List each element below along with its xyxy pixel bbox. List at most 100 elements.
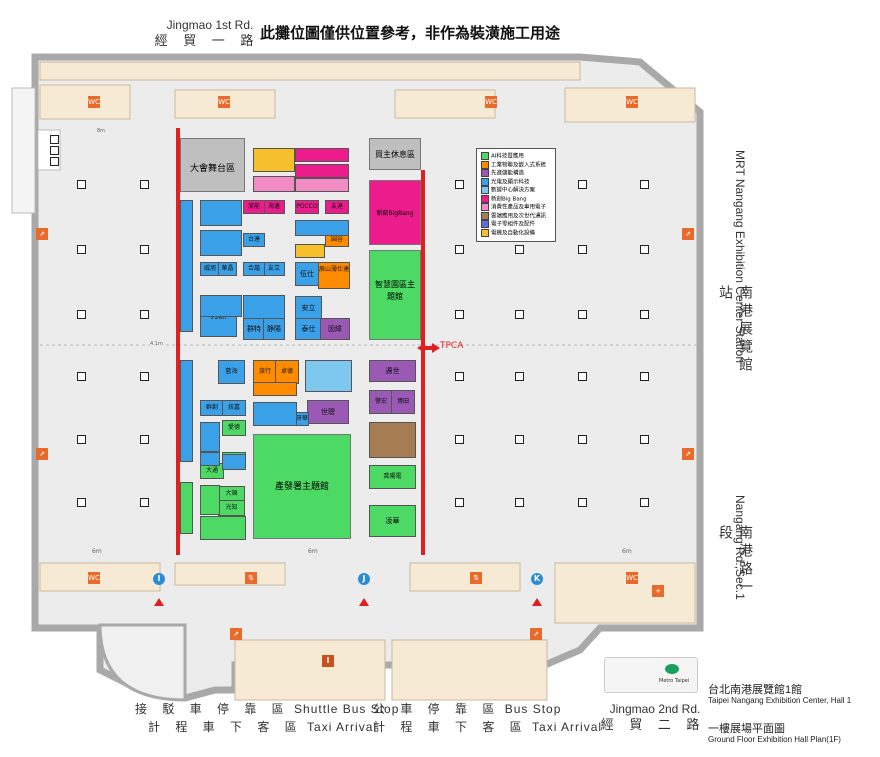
- legend-item: 新創Big Bang: [481, 194, 551, 204]
- booth-b9[interactable]: 邁世: [369, 360, 416, 382]
- road-right-zh: 南港路一段: [718, 525, 754, 597]
- booth-b23[interactable]: 台達: [243, 233, 265, 247]
- legend-item: 消費性產品及車用電子: [481, 203, 551, 212]
- booth-b34[interactable]: POCCO: [295, 200, 319, 214]
- booth-b16[interactable]: 光知: [218, 500, 245, 516]
- elevator-icon: ⇅: [245, 572, 257, 584]
- restroom-icon: WC: [218, 96, 230, 108]
- distance-label: 8m: [97, 128, 106, 134]
- escalator-icon: ⇗: [230, 628, 242, 640]
- booth-b24[interactable]: 友立: [263, 262, 285, 276]
- legend-item: 數據中心解決方案: [481, 186, 551, 195]
- booth-b28[interactable]: 研華: [295, 412, 309, 426]
- restroom-icon: WC: [626, 572, 638, 584]
- escalator-icon: ⇗: [36, 448, 48, 460]
- tpca-label: TPCA: [440, 341, 464, 351]
- escalator-icon: ⇗: [682, 448, 694, 460]
- entrance-arrow-icon: [154, 598, 164, 606]
- first-aid-icon: +: [652, 585, 664, 597]
- taxi-arrival-label-1: 計 程 車 下 客 區 Taxi Arrival: [148, 720, 378, 734]
- plan-title-en: Ground Floor Exhibition Hall Plan(1F): [708, 735, 841, 744]
- road-bottom-en: Jingmao 2nd Rd.: [609, 702, 701, 716]
- booth-b26[interactable]: 威旭: [200, 262, 220, 276]
- road-bottom-zh: 經 貿 二 路: [600, 717, 706, 732]
- booth-b14[interactable]: 喬陽電: [369, 465, 416, 489]
- distance-label: 4.1m: [150, 341, 163, 347]
- escalator-icon: ⇗: [36, 228, 48, 240]
- booth-b4[interactable]: 伍仕: [295, 262, 319, 286]
- info-icon: i: [322, 655, 334, 667]
- booth-b25[interactable]: 合諧: [243, 262, 265, 276]
- buyer-lounge-zone[interactable]: 買主休息區: [369, 138, 421, 170]
- bigbang-label: 新創BigBang: [376, 210, 414, 217]
- legend-item: 雲端應用及次世代通訊: [481, 211, 551, 221]
- smart-pavilion-zone[interactable]: 智慧園區主題館: [369, 250, 421, 340]
- booth-b19[interactable]: 卓德: [275, 360, 299, 384]
- restroom-icon: WC: [88, 96, 100, 108]
- station-zh: 南港展覽館站: [718, 285, 754, 375]
- booth-b21[interactable]: 群創: [200, 400, 224, 416]
- booth-b11[interactable]: 世聰: [307, 400, 349, 424]
- metro-logo-box: Metro Taipei: [604, 657, 698, 693]
- booth-b12[interactable]: 博田: [391, 390, 415, 414]
- gate-i-marker[interactable]: I: [153, 573, 165, 585]
- shuttle-stop-label: 接 駁 車 停 靠 區 Shuttle Bus Stop: [135, 702, 400, 716]
- legend: AI科技暨應用 工業物聯及嵌入式系統 先進儲能構造 光電及顯示科技 數據中心解決…: [476, 148, 556, 242]
- metro-logo-icon: [665, 664, 679, 674]
- booth-b31[interactable]: 海邊: [263, 200, 285, 214]
- bigbang-zone[interactable]: 新創BigBang: [369, 180, 421, 245]
- booth-b27[interactable]: 華晶: [218, 262, 237, 276]
- industry-pavilion-label: 產發署主題館: [274, 482, 329, 492]
- booth-b22[interactable]: 技嘉: [222, 400, 246, 416]
- booth-b35[interactable]: 友達: [325, 200, 349, 214]
- escalator-icon: ⇗: [530, 628, 542, 640]
- booth-b5[interactable]: 辰山薄仕達: [318, 262, 350, 289]
- entrance-arrow-icon: [359, 598, 369, 606]
- legend-item: 光電及顯示科技: [481, 177, 551, 187]
- plan-title-zh: 一樓展場平面圖: [708, 723, 785, 735]
- legend-item: 電子零組件及配件: [481, 220, 551, 229]
- distance-label: 6m: [92, 548, 102, 555]
- booth-b2[interactable]: 群特: [243, 318, 265, 340]
- legend-item: 電機及自動化設備: [481, 228, 551, 238]
- legend-item: 先進儲能構造: [481, 169, 551, 178]
- buyer-lounge-label: 買主休息區: [375, 150, 415, 159]
- elevator-icon: ⇅: [470, 572, 482, 584]
- booth-b32[interactable]: 潔能: [243, 200, 265, 214]
- stage-label: 大會舞台區: [189, 164, 235, 174]
- restroom-icon: WC: [88, 572, 100, 584]
- booth-column-left: [180, 200, 193, 535]
- road-right-en: Nangang Rd.,Sec.1: [733, 495, 747, 600]
- booth-b7[interactable]: 泰仕: [295, 318, 322, 340]
- taxi-arrival-label-2: 計 程 車 下 客 區 Taxi Arrival: [373, 720, 603, 734]
- booth-b20[interactable]: 藍海: [218, 360, 245, 384]
- booth-b18[interactable]: 旅行: [253, 360, 277, 384]
- gate-k-marker[interactable]: K: [531, 573, 543, 585]
- notice-text: 此攤位圖僅供位置參考，非作為裝潢施工用途: [260, 24, 561, 42]
- bus-stop-label: 公 車 停 靠 區 Bus Stop: [373, 702, 562, 716]
- industry-pavilion-zone[interactable]: 產發署主題館: [253, 434, 351, 539]
- hall-name-zh: 台北南港展覽館1館: [708, 684, 803, 696]
- booth-b8[interactable]: 固緯: [320, 318, 350, 340]
- booth-b3[interactable]: 静陽: [263, 318, 285, 340]
- gate-j-marker[interactable]: J: [358, 573, 370, 585]
- smart-pavilion-label: 智慧園區主題館: [375, 280, 415, 301]
- stage-zone[interactable]: 大會舞台區: [180, 138, 245, 192]
- road-top-zh: 經 貿 一 路: [154, 33, 260, 48]
- distance-label: 6m: [308, 548, 318, 555]
- booth-b13[interactable]: 凌華: [369, 505, 416, 537]
- legend-item: 工業物聯及嵌入式系統: [481, 160, 551, 170]
- booth-b10[interactable]: 警宏: [369, 390, 393, 414]
- booth-b29[interactable]: 愛德: [222, 420, 246, 436]
- entrance-arrow-icon: [532, 598, 542, 606]
- legend-item: AI科技暨應用: [481, 152, 551, 161]
- metro-logo-text: Metro Taipei: [659, 678, 690, 684]
- booth-b6[interactable]: 安立: [295, 296, 322, 320]
- station-en: MRT Nangang Exhibition Center Station: [733, 150, 747, 364]
- hall-name-en: Taipei Nangang Exhibition Center, Hall 1: [708, 696, 852, 705]
- restroom-icon: WC: [485, 96, 497, 108]
- road-top-en: Jingmao 1st Rd.: [166, 18, 254, 32]
- distance-label: 6m: [622, 548, 632, 555]
- restroom-icon: WC: [626, 96, 638, 108]
